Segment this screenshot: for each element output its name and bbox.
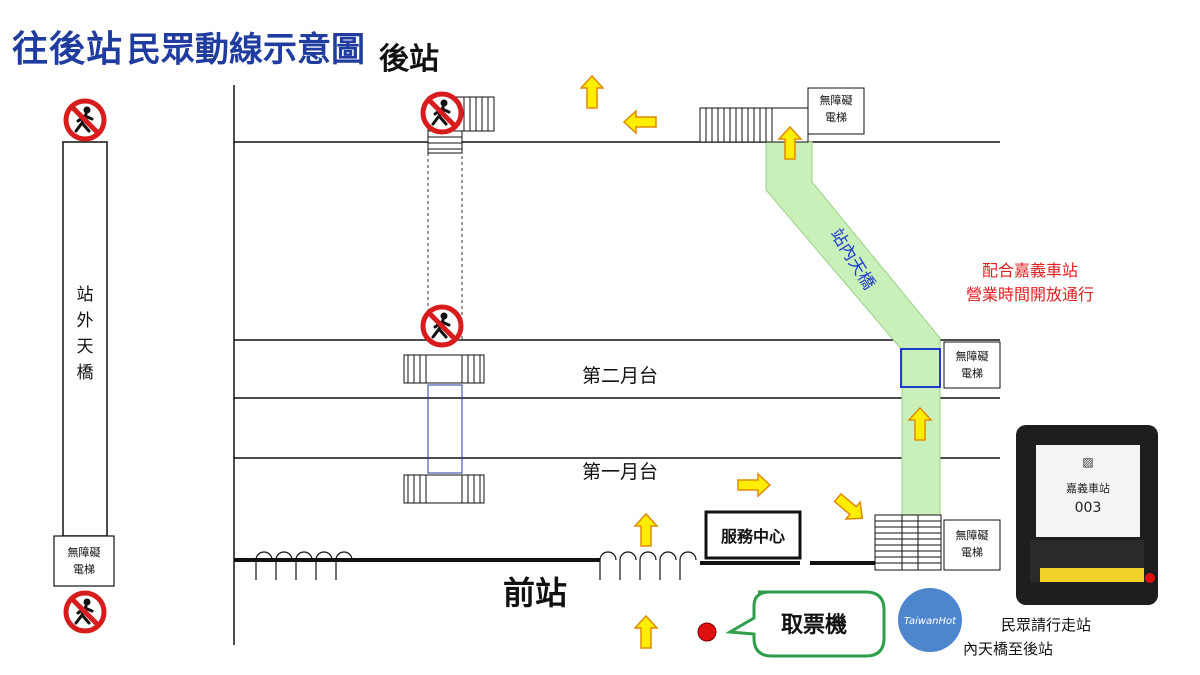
receipt-station-text: 嘉義車站 bbox=[1066, 481, 1110, 495]
watermark-logo bbox=[898, 588, 962, 652]
elevator-label: 無障礙 bbox=[68, 545, 101, 559]
svg-text:▨: ▨ bbox=[1082, 455, 1093, 469]
elevator-label: 電梯 bbox=[73, 563, 95, 576]
service-center-box bbox=[704, 510, 802, 560]
arrow-up-icon bbox=[634, 615, 658, 649]
no-pedestrian-icon bbox=[66, 101, 104, 139]
ticket-machine-label: 取票機 bbox=[781, 613, 847, 638]
title-main: 往後站 bbox=[12, 29, 124, 70]
elevator-label: 電梯 bbox=[961, 367, 983, 380]
outer-elevator-box bbox=[53, 535, 115, 587]
service-center-label: 服務中心 bbox=[721, 527, 785, 546]
title-sub: 民眾動線示意圖 bbox=[127, 30, 366, 70]
arrow-right-icon bbox=[737, 473, 771, 497]
outer-bridge-shape bbox=[62, 141, 108, 537]
platform-elevator-box bbox=[900, 348, 941, 388]
notice-text-line1: 配合嘉義車站 bbox=[982, 261, 1078, 280]
back-station-label: 後站 bbox=[379, 42, 440, 77]
arrow-left-icon bbox=[623, 110, 657, 134]
ticket-printer-image: ▨ 嘉義車站 003 bbox=[1016, 425, 1158, 605]
elevator-label: 無障礙 bbox=[956, 528, 989, 542]
bottom-note-line1: 民眾請行走站 bbox=[1001, 616, 1091, 634]
no-pedestrian-icon bbox=[66, 593, 104, 631]
watermark-text: TaiwanHot bbox=[904, 616, 957, 627]
arrow-up-icon bbox=[634, 513, 658, 547]
ticket-machine-marker bbox=[697, 622, 717, 642]
ticket-callout bbox=[725, 590, 886, 658]
bottom-note-line2: 內天橋至後站 bbox=[963, 640, 1053, 658]
elevator-label: 無障礙 bbox=[956, 349, 989, 363]
outer-bridge-label-vertical: 站外天橋 bbox=[77, 285, 94, 383]
closed-bridge-lower bbox=[427, 384, 463, 474]
arrow-up-icon bbox=[580, 75, 604, 109]
front-station-label: 前站 bbox=[503, 574, 567, 612]
no-pedestrian-icon bbox=[423, 307, 461, 345]
title-block: 往後站 民眾動線示意圖 後站 bbox=[12, 20, 439, 77]
receipt-number-text: 003 bbox=[1075, 500, 1102, 516]
elevator-label: 無障礙 bbox=[820, 93, 853, 107]
notice-text-line2: 營業時間開放通行 bbox=[966, 285, 1094, 304]
no-pedestrian-icon bbox=[423, 94, 461, 132]
platform1-label: 第一月台 bbox=[582, 461, 658, 483]
arrow-right-icon bbox=[829, 488, 871, 528]
platform2-label: 第二月台 bbox=[582, 365, 658, 387]
elevator-label: 電梯 bbox=[825, 111, 847, 124]
elevator-label: 電梯 bbox=[961, 546, 983, 559]
